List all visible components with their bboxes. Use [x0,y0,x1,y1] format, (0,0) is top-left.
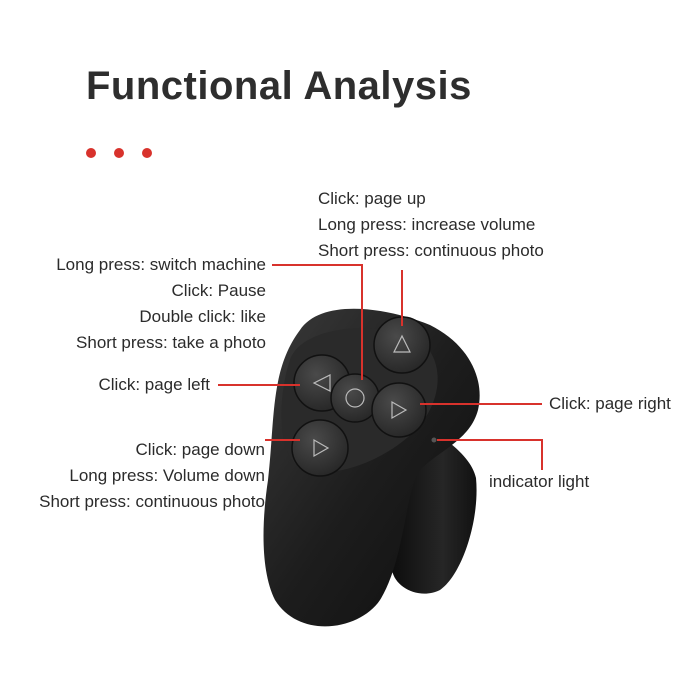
callout-top: Click: page up Long press: increase volu… [318,186,544,264]
callout-left: Click: page left [99,372,211,398]
callout-line-text: Click: page down [135,440,265,459]
triangle-up-icon [393,334,411,353]
callout-line-text: Long press: increase volume [318,215,536,234]
callout-right: Click: page right [549,391,671,417]
red-dot [142,148,152,158]
callout-line-text: Click: Pause [171,281,266,300]
triangle-right-icon [391,400,408,420]
callout-line-text: Short press: continuous photo [318,241,544,260]
callout-indicator: indicator light [489,469,589,495]
indicator-light [431,437,437,443]
page-title: Functional Analysis [86,64,472,108]
red-dot [114,148,124,158]
callout-lines [218,264,543,470]
circle-icon [345,388,365,408]
callout-center: Long press: switch machine Click: Pause … [56,252,266,356]
callout-line-text: Long press: switch machine [56,255,266,274]
button-bottom[interactable] [291,419,349,477]
red-dot [86,148,96,158]
triangle-down-icon [313,438,330,458]
callout-line-text: Long press: Volume down [69,466,265,485]
triangle-left-icon [312,374,331,392]
callout-line-text: Short press: take a photo [76,333,266,352]
decorative-dots [84,148,164,162]
button-right[interactable] [371,382,427,438]
callout-line-center [272,264,363,380]
callout-line-indicator [437,439,543,470]
callout-line-text: Click: page right [549,394,671,413]
callout-line-text: Short press: continuous photo [39,492,265,511]
callout-line-text: indicator light [489,472,590,491]
callout-bottom: Click: page down Long press: Volume down… [39,437,265,515]
callout-line-text: Click: page left [98,375,211,394]
callout-line-text: Double click: like [139,307,266,326]
callout-line-text: Click: page up [318,189,426,208]
